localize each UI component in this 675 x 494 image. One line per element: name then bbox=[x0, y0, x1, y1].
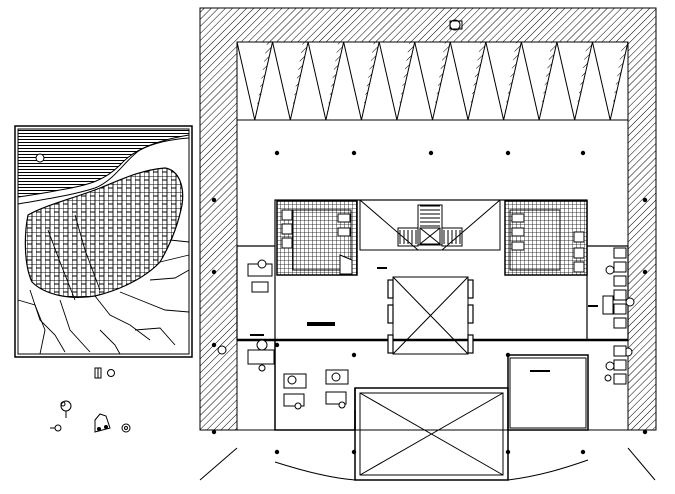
symbol-legend bbox=[50, 367, 131, 433]
label-block-right bbox=[588, 305, 598, 307]
skylight-glazing bbox=[539, 42, 557, 120]
seating-clusters bbox=[217, 259, 635, 410]
skylight-glazing bbox=[254, 42, 273, 120]
shop-right bbox=[504, 200, 588, 276]
skylight-glazing bbox=[361, 42, 380, 120]
skylight-glazing bbox=[396, 42, 415, 120]
street-lamp-icon bbox=[94, 367, 115, 379]
skylight-glazing bbox=[610, 42, 628, 120]
skylight-glazing bbox=[290, 42, 309, 120]
city-fabric bbox=[24, 167, 184, 298]
skylight-glazing bbox=[574, 42, 593, 120]
north-arrow-icon bbox=[35, 153, 45, 163]
shop-left bbox=[276, 200, 358, 276]
staircase bbox=[359, 199, 501, 251]
right-stalls bbox=[604, 247, 628, 385]
key-plan bbox=[14, 125, 193, 358]
tree-icon-small bbox=[121, 423, 131, 433]
void-columns bbox=[387, 279, 474, 354]
skylight-glazing bbox=[468, 42, 486, 120]
skylight-glazing bbox=[325, 42, 344, 120]
outskirt-roads bbox=[17, 214, 190, 355]
skylight-glazing bbox=[432, 42, 451, 120]
bench-icon bbox=[50, 424, 62, 432]
sawtooth-skylights bbox=[236, 41, 629, 121]
tree-icon bbox=[60, 400, 72, 418]
coastline bbox=[17, 137, 190, 205]
floor-plan bbox=[199, 7, 657, 481]
column-grid bbox=[211, 150, 648, 455]
label-block-left bbox=[250, 334, 264, 336]
skylight-glazing bbox=[503, 42, 522, 120]
car-icon bbox=[94, 413, 111, 433]
entrance-void bbox=[354, 387, 509, 481]
north-arrow-icon bbox=[449, 19, 463, 31]
label-block-small bbox=[377, 267, 387, 269]
site-edges bbox=[199, 447, 656, 481]
sea-area bbox=[17, 128, 190, 198]
label-block bbox=[307, 322, 335, 326]
